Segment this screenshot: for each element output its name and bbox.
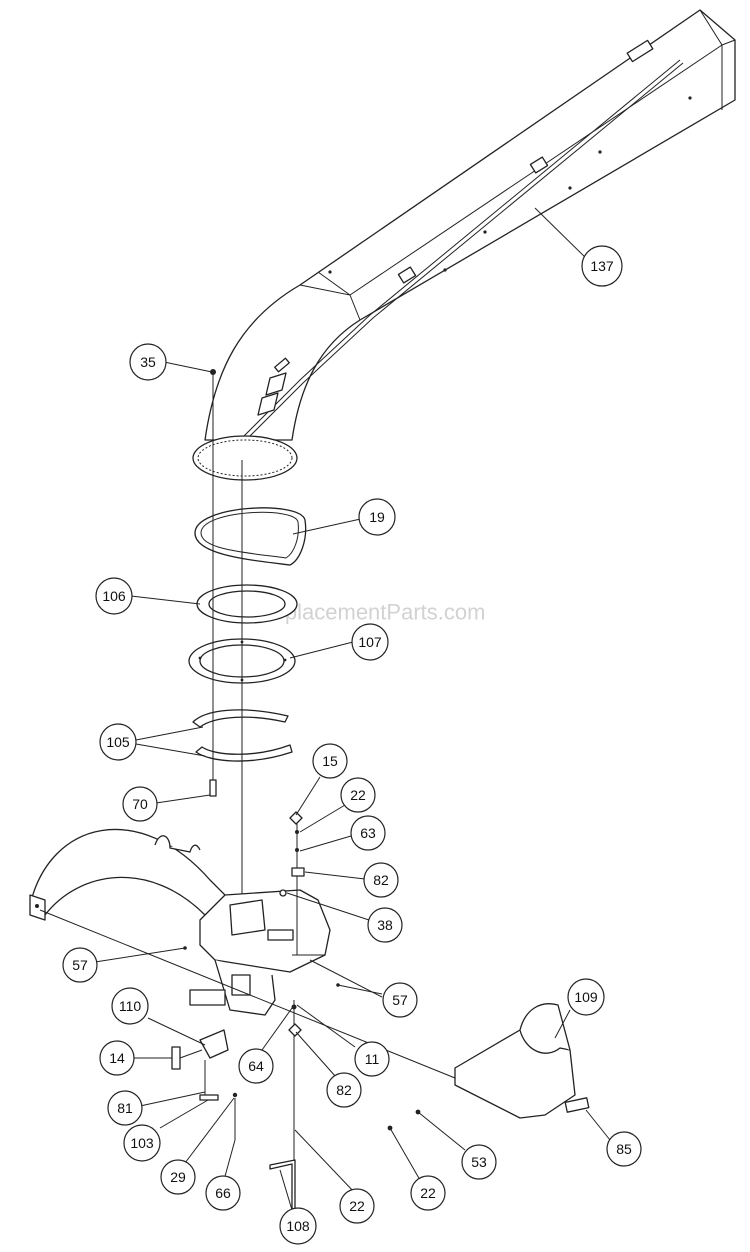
callout-label: 64 xyxy=(248,1058,264,1074)
callout-label: 15 xyxy=(322,753,338,769)
callout-label: 66 xyxy=(215,1185,231,1201)
callout-110: 110 xyxy=(111,987,149,1025)
callout-label: 11 xyxy=(365,1051,380,1067)
callout-label: 19 xyxy=(369,509,385,525)
callout-19: 19 xyxy=(358,498,396,536)
ring-106 xyxy=(196,584,298,624)
callout-label: 85 xyxy=(616,1141,632,1157)
callout-label: 81 xyxy=(117,1100,133,1116)
callout-label: 57 xyxy=(392,992,408,1008)
callout-29: 29 xyxy=(160,1159,196,1195)
callout-22: 22 xyxy=(340,777,376,813)
callout-label: 29 xyxy=(170,1169,186,1185)
callout-82: 82 xyxy=(363,862,399,898)
chute-base-ring xyxy=(192,435,298,481)
callout-22: 22 xyxy=(410,1175,446,1211)
callout-label: 35 xyxy=(140,354,156,370)
callout-70: 70 xyxy=(122,786,158,822)
callout-66: 66 xyxy=(205,1175,241,1211)
nut-35 xyxy=(210,369,216,375)
callout-label: 22 xyxy=(349,1198,365,1214)
bolt-70 xyxy=(209,779,217,797)
callout-22: 22 xyxy=(339,1188,375,1224)
deflector-109 xyxy=(454,1003,590,1119)
callout-15: 15 xyxy=(312,743,348,779)
callout-label: 137 xyxy=(590,258,614,274)
right-hardware-stack xyxy=(279,811,305,955)
callout-64: 64 xyxy=(238,1048,274,1084)
callout-label: 63 xyxy=(360,825,376,841)
callout-label: 70 xyxy=(132,796,148,812)
callout-35: 35 xyxy=(129,343,167,381)
callout-label: 110 xyxy=(119,998,142,1014)
callout-107: 107 xyxy=(351,623,389,661)
discharge-chute xyxy=(204,9,736,444)
callout-14: 14 xyxy=(99,1040,135,1076)
callout-label: 105 xyxy=(106,734,130,750)
callout-38: 38 xyxy=(367,907,403,943)
callout-label: 82 xyxy=(336,1082,352,1098)
callout-57: 57 xyxy=(382,982,418,1018)
callout-label: 103 xyxy=(130,1135,154,1151)
seal-belt xyxy=(194,507,307,566)
left-shield xyxy=(29,828,231,921)
callout-label: 107 xyxy=(358,634,382,650)
lower-bracket xyxy=(189,959,276,1016)
leader-lines xyxy=(94,207,611,1211)
callout-label: 108 xyxy=(286,1218,310,1234)
callout-53: 53 xyxy=(461,1144,497,1180)
callout-57: 57 xyxy=(62,947,98,983)
callout-106: 106 xyxy=(95,577,133,615)
callout-105: 105 xyxy=(99,723,137,761)
callout-85: 85 xyxy=(606,1131,642,1167)
callout-108: 108 xyxy=(279,1207,317,1245)
lever-assembly xyxy=(171,1029,238,1140)
callout-81: 81 xyxy=(107,1090,143,1126)
callout-label: 38 xyxy=(377,917,393,933)
callout-label: 14 xyxy=(109,1050,125,1066)
callout-63: 63 xyxy=(350,815,386,851)
callout-label: 53 xyxy=(471,1154,487,1170)
callout-109: 109 xyxy=(567,978,605,1016)
callout-label: 22 xyxy=(350,787,366,803)
callout-label: 109 xyxy=(574,989,598,1005)
callout-137: 137 xyxy=(581,245,623,287)
callout-82: 82 xyxy=(326,1072,362,1108)
callout-11: 11 xyxy=(354,1041,390,1077)
ring-segments-105 xyxy=(192,709,293,762)
callout-label: 57 xyxy=(72,957,88,973)
callout-label: 82 xyxy=(373,872,389,888)
callout-label: 22 xyxy=(420,1185,436,1201)
callout-103: 103 xyxy=(123,1124,161,1162)
callout-label: 106 xyxy=(102,588,126,604)
